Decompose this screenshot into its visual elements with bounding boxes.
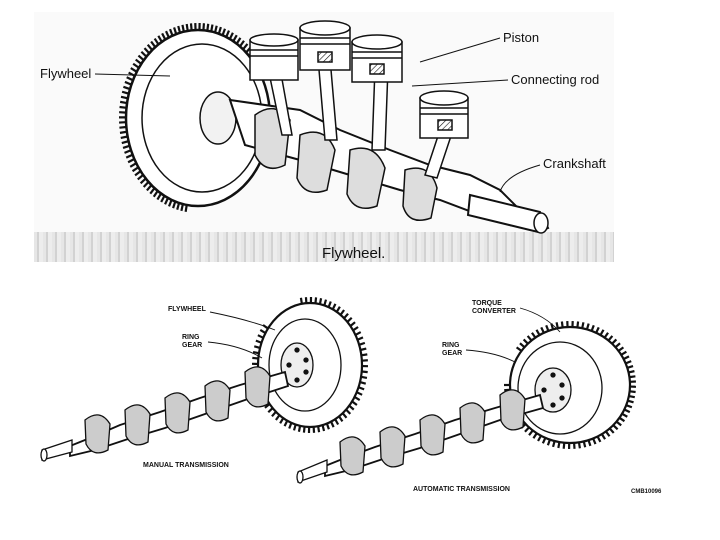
automatic-crank-throw-5 xyxy=(339,436,366,476)
top-leader-piston xyxy=(419,37,501,63)
manual-crank-throw-3 xyxy=(164,392,191,434)
top-piston-4 xyxy=(419,90,469,139)
top-piston-1 xyxy=(249,33,299,81)
automatic-crank-throw-3 xyxy=(419,414,446,456)
top-crank-throw-3 xyxy=(346,147,386,209)
top-leader-crankshaft xyxy=(499,164,541,193)
top-crankshaft-nose-end xyxy=(533,212,549,234)
label-flywheel: Flywheel xyxy=(40,66,92,81)
top-crank-throw-2 xyxy=(296,131,336,193)
label-crankshaft: Crankshaft xyxy=(543,156,606,171)
automatic-leader-torque-converter xyxy=(519,307,561,333)
top-piston-3 xyxy=(351,34,403,83)
label-torque-converter: TORQUE CONVERTER xyxy=(472,300,516,315)
label-automatic-ring-gear: RING GEAR xyxy=(442,342,463,357)
figure-code: CMB10096 xyxy=(631,489,662,495)
torque-converter-hub xyxy=(534,367,572,413)
manual-flywheel-inner xyxy=(268,318,342,412)
manual-crank-throw-1 xyxy=(244,366,271,408)
label-piston: Piston xyxy=(503,30,540,45)
top-caption: Flywheel. xyxy=(322,245,386,262)
manual-caption: MANUAL TRANSMISSION xyxy=(143,462,229,469)
automatic-crank-throw-4 xyxy=(379,426,406,468)
label-connecting-rod: Connecting rod xyxy=(511,72,600,87)
label-manual-flywheel: FLYWHEEL xyxy=(168,306,206,313)
manual-crank-throw-2 xyxy=(204,380,231,422)
automatic-crankshaft-nose-end xyxy=(296,470,304,484)
label-manual-ring-gear: RING GEAR xyxy=(182,334,203,349)
manual-crankshaft-nose-end xyxy=(40,448,48,462)
manual-crank-throw-5 xyxy=(84,414,111,454)
manual-leader-ring-gear xyxy=(207,341,263,359)
torque-converter-face xyxy=(517,341,603,435)
top-piston-2 xyxy=(299,20,351,71)
manual-crank-throw-4 xyxy=(124,404,151,446)
manual-leader-flywheel xyxy=(209,311,276,331)
top-engine-illustration xyxy=(94,20,550,234)
automatic-caption: AUTOMATIC TRANSMISSION xyxy=(413,486,510,493)
automatic-crank-throw-2 xyxy=(459,402,486,444)
manual-flywheel-hub xyxy=(280,342,314,388)
automatic-crank-throw-1 xyxy=(499,389,526,431)
top-leader-connecting-rod xyxy=(411,79,509,87)
manual-transmission-illustration xyxy=(40,296,369,462)
automatic-transmission-illustration xyxy=(296,307,637,484)
top-leader-flywheel xyxy=(94,73,171,77)
automatic-leader-ring-gear xyxy=(465,349,516,363)
scan-noise-band xyxy=(34,232,614,262)
top-crank-throw-4 xyxy=(402,167,438,221)
